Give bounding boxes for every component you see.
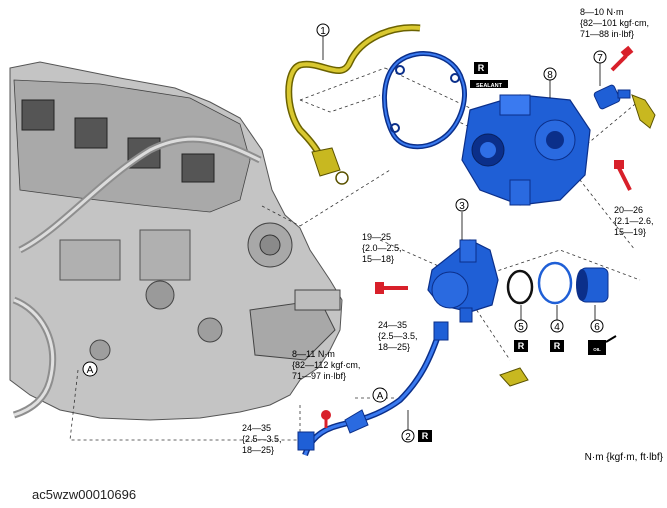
part-1-water-pipe bbox=[285, 24, 421, 185]
svg-text:{2.5—3.5,: {2.5—3.5, bbox=[242, 434, 282, 444]
svg-text:15—19}: 15—19} bbox=[614, 227, 646, 237]
torque-label-3: 19—25 {2.0—2.5, 15—18} bbox=[362, 232, 402, 264]
torque-label-pipe-lower: 24—35 {2.5—3.5, 18—25} bbox=[242, 423, 282, 455]
svg-text:{2.1—2.6,: {2.1—2.6, bbox=[614, 216, 654, 226]
callout-a-engine-label: A bbox=[87, 365, 94, 376]
callout-a-pipe-label: A bbox=[377, 391, 384, 402]
part-7-sensor bbox=[593, 84, 656, 129]
callout-5-label: 5 bbox=[518, 322, 524, 333]
tag-r-4-label: R bbox=[554, 341, 561, 351]
callout-3-label: 3 bbox=[459, 201, 465, 212]
svg-text:15—18}: 15—18} bbox=[362, 254, 394, 264]
gasket bbox=[381, 51, 468, 150]
callout-7-label: 7 bbox=[597, 53, 603, 64]
tag-r-5-label: R bbox=[518, 341, 525, 351]
figure-id: ac5wzw00010696 bbox=[32, 487, 137, 502]
bolt-thermostat-red bbox=[375, 282, 408, 294]
tag-r-pipe-label: R bbox=[422, 431, 429, 441]
part-5-o-ring bbox=[506, 269, 534, 305]
bolt-pump-red bbox=[614, 160, 632, 191]
tag-r-4 bbox=[550, 340, 564, 352]
svg-text:71—88 in·lbf}: 71—88 in·lbf} bbox=[580, 29, 634, 39]
callout-4-label: 4 bbox=[554, 322, 560, 333]
part-4-gasket bbox=[537, 261, 573, 305]
svg-text:24—35: 24—35 bbox=[378, 320, 407, 330]
callout-1 bbox=[316, 23, 330, 37]
callout-6-label: 6 bbox=[594, 322, 600, 333]
svg-text:OIL: OIL bbox=[593, 347, 601, 352]
callout-2 bbox=[401, 429, 415, 443]
svg-text:20—26: 20—26 bbox=[614, 205, 643, 215]
tag-r-gasket-label: R bbox=[478, 63, 485, 73]
sealant-tag-label: SEALANT bbox=[476, 83, 503, 89]
callout-1-label: 1 bbox=[320, 26, 326, 37]
torque-label-lower: 8—11 N·m {82—112 kgf·cm, 71—97 in·lbf} bbox=[292, 349, 360, 381]
callout-a-engine bbox=[82, 361, 98, 377]
callout-3 bbox=[455, 198, 469, 212]
svg-text:{82—101 kgf·cm,: {82—101 kgf·cm, bbox=[580, 18, 649, 28]
torque-label-pipe-upper: 24—35 {2.5—3.5, 18—25} bbox=[378, 320, 418, 352]
oil-can-icon: OIL bbox=[588, 335, 617, 355]
svg-text:19—25: 19—25 bbox=[362, 232, 391, 242]
callout-4 bbox=[550, 319, 564, 333]
engine-block bbox=[9, 61, 343, 421]
tag-r-5 bbox=[514, 340, 528, 352]
callout-6 bbox=[590, 319, 604, 333]
callout-7 bbox=[593, 50, 607, 64]
sealant-tag bbox=[470, 80, 508, 88]
bolt-sensor-red bbox=[610, 45, 634, 72]
torque-label-7: 8—10 N·m {82—101 kgf·cm, 71—88 in·lbf} bbox=[580, 7, 649, 39]
tag-r-gasket bbox=[474, 62, 488, 74]
svg-text:24—35: 24—35 bbox=[242, 423, 271, 433]
torque-label-pump: 20—26 {2.1—2.6, 15—19} bbox=[614, 205, 654, 237]
bolt-pipe-red bbox=[321, 410, 331, 428]
part-3-thermostat-housing bbox=[427, 239, 499, 323]
svg-text:8—11 N·m: 8—11 N·m bbox=[292, 349, 335, 359]
units-note: N·m {kgf·m, ft·lbf} bbox=[585, 452, 664, 463]
svg-text:18—25}: 18—25} bbox=[242, 445, 274, 455]
callout-8 bbox=[543, 67, 557, 81]
tag-r-pipe bbox=[418, 430, 432, 442]
part-6-thermostat bbox=[576, 267, 609, 303]
callout-2-label: 2 bbox=[405, 432, 411, 443]
part-8-water-pump bbox=[461, 94, 591, 206]
svg-text:8—10 N·m: 8—10 N·m bbox=[580, 7, 624, 17]
hose-clamp bbox=[499, 367, 529, 387]
callout-a-pipe bbox=[372, 387, 388, 403]
svg-text:{2.0—2.5,: {2.0—2.5, bbox=[362, 243, 402, 253]
callout-5 bbox=[514, 319, 528, 333]
part-2-water-pipe bbox=[297, 321, 449, 457]
svg-text:18—25}: 18—25} bbox=[378, 342, 410, 352]
svg-text:71—97 in·lbf}: 71—97 in·lbf} bbox=[292, 371, 346, 381]
callout-8-label: 8 bbox=[547, 70, 553, 81]
svg-text:{82—112 kgf·cm,: {82—112 kgf·cm, bbox=[292, 360, 360, 370]
svg-text:{2.5—3.5,: {2.5—3.5, bbox=[378, 331, 418, 341]
